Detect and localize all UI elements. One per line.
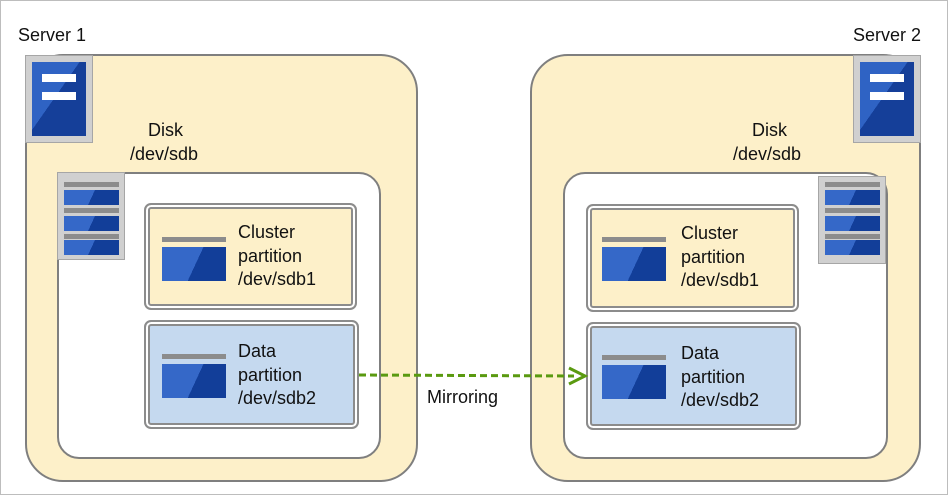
server-2-cluster-partition-label: Cluster partition /dev/sdb1 — [681, 223, 760, 290]
disk-icon — [57, 172, 125, 260]
partition-icon — [162, 237, 226, 283]
server-icon — [853, 55, 921, 143]
server-2-disk-device: /dev/sdb — [733, 144, 802, 164]
server-2-cluster-partition: Cluster partition /dev/sdb1 — [586, 204, 799, 312]
server-2-disk-label: Disk — [752, 120, 787, 140]
server-1-disk-device: /dev/sdb — [130, 144, 199, 164]
server-1-data-partition: Data partition /dev/sdb2 — [144, 320, 359, 429]
server-2-data-partition-label: Data partition /dev/sdb2 — [681, 343, 760, 410]
disk-icon — [818, 176, 886, 264]
server-2-label: Server 2 — [853, 25, 922, 45]
partition-icon — [162, 354, 226, 400]
server-1-cluster-partition: Cluster partition /dev/sdb1 — [144, 203, 357, 310]
server-1-cluster-partition-label: Cluster partition /dev/sdb1 — [238, 222, 317, 289]
server-icon — [25, 55, 93, 143]
mirroring-label: Mirroring — [427, 387, 499, 407]
server-1-disk-label: Disk — [148, 120, 183, 140]
server-2-data-partition: Data partition /dev/sdb2 — [586, 322, 801, 430]
partition-icon — [602, 355, 666, 401]
partition-icon — [602, 237, 666, 283]
server-1-label: Server 1 — [18, 25, 87, 45]
server-1-data-partition-label: Data partition /dev/sdb2 — [238, 341, 317, 408]
